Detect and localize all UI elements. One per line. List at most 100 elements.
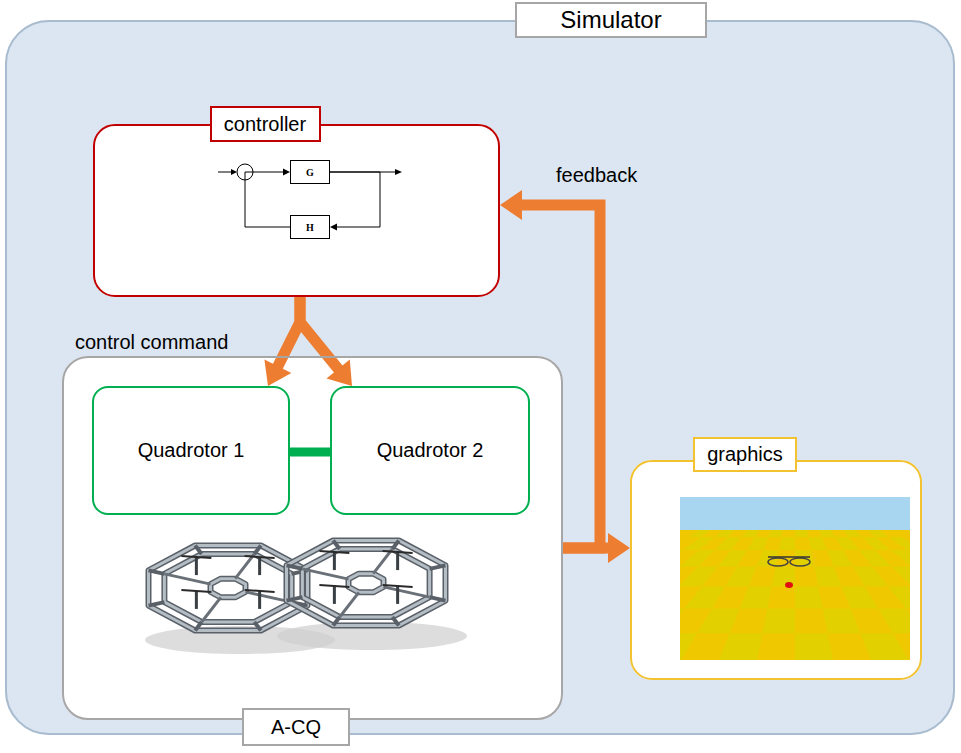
floor-tile	[715, 530, 735, 537]
transfer-block: G	[290, 160, 330, 184]
floor-tile	[827, 550, 853, 567]
frame-strut	[373, 549, 392, 574]
propeller	[383, 551, 413, 553]
connector	[300, 297, 342, 374]
text-holder: G	[291, 161, 329, 183]
frame-strut	[254, 622, 261, 631]
floor-tile	[725, 567, 756, 587]
scene-ground	[680, 497, 910, 660]
motor	[195, 557, 198, 575]
box-label: G	[306, 167, 314, 178]
floor-tile	[823, 609, 861, 634]
heading-tab: graphics	[693, 437, 797, 472]
box-label: H	[306, 222, 314, 233]
floor-tile	[860, 633, 909, 660]
frame-strut	[340, 592, 359, 617]
floor-tile	[747, 537, 768, 550]
frame-strut	[333, 617, 340, 626]
frame-tube	[287, 541, 446, 626]
box-fill	[62, 356, 563, 720]
simulator-region: SimulatorcontrollerGHA-CQQuadrotor 1Quad…	[5, 20, 955, 735]
signal-wire	[218, 172, 233, 173]
box-fill	[630, 460, 922, 680]
floor-tile	[795, 586, 823, 608]
floor-tile	[878, 609, 910, 634]
floor-tile	[835, 537, 859, 550]
transfer-block: H	[290, 215, 330, 239]
floor-tile	[853, 567, 888, 587]
frame-strut	[333, 541, 340, 550]
text-holder: H	[291, 216, 329, 238]
box-fill	[290, 215, 330, 239]
edge-label: feedback	[556, 164, 637, 187]
arrowhead	[330, 224, 337, 231]
text-holder: Quadrotor 1	[94, 388, 288, 513]
frame-strut	[287, 565, 303, 569]
floor-tile	[680, 633, 697, 660]
box-label: Quadrotor 1	[138, 439, 245, 462]
propeller	[245, 556, 275, 558]
floor-tile	[779, 537, 795, 550]
box-fill	[290, 160, 330, 184]
frame-strut	[202, 597, 221, 622]
quadrotor-box: Quadrotor 2	[330, 386, 530, 515]
floor-tile	[718, 550, 747, 567]
arrowhead	[608, 533, 630, 563]
motor	[258, 557, 261, 575]
frame-tube	[349, 574, 384, 593]
heading-tab: Simulator	[515, 2, 707, 38]
propeller	[245, 590, 275, 592]
frame-strut	[195, 546, 202, 555]
floor-tile	[888, 586, 910, 608]
box-label: Quadrotor 2	[377, 439, 484, 462]
heading-tab: A-CQ	[242, 708, 350, 746]
connector-line	[290, 448, 330, 457]
floor-tile	[795, 633, 833, 660]
frame-strut	[392, 617, 399, 626]
floor-tile	[814, 567, 841, 587]
floor-tile	[768, 530, 783, 537]
motor	[396, 552, 399, 570]
connector-line	[330, 172, 380, 227]
signal-arrowhead	[231, 169, 237, 175]
frame-tube	[287, 541, 446, 626]
motor	[333, 552, 336, 570]
floor-tile	[680, 550, 715, 567]
arrowhead	[327, 360, 353, 387]
vehicle-box: A-CQQuadrotor 1Quadrotor 2	[62, 356, 563, 720]
frame-strut	[254, 546, 261, 555]
connector	[330, 172, 380, 227]
floor-tile	[740, 586, 772, 608]
motor	[258, 591, 261, 609]
graphics-box: graphics	[630, 460, 922, 680]
edge-label: control command	[75, 331, 228, 354]
frame-strut	[392, 541, 399, 550]
floor-tile	[808, 537, 827, 550]
illustrations	[145, 164, 961, 660]
frame-strut	[302, 569, 348, 579]
motor	[396, 586, 399, 604]
scene-drone	[768, 556, 810, 558]
connector-line	[300, 297, 342, 374]
scene-sky	[680, 497, 910, 530]
frame-strut	[195, 622, 202, 631]
frame-strut	[235, 554, 254, 579]
frame-tube	[164, 554, 291, 622]
propeller	[181, 556, 211, 558]
box-fills	[5, 20, 955, 735]
frame-strut	[430, 597, 446, 601]
frame-tube	[302, 549, 429, 617]
connectors	[245, 169, 630, 564]
scene-drone	[768, 558, 788, 566]
frame-tube	[164, 554, 291, 622]
frame-tube	[211, 579, 246, 598]
floor-tile	[859, 550, 892, 567]
box-fill	[330, 386, 530, 515]
frame-strut	[164, 574, 210, 584]
frame-tube	[211, 579, 246, 598]
propeller	[181, 590, 211, 592]
propeller	[319, 551, 349, 553]
floor-tile	[867, 530, 889, 537]
